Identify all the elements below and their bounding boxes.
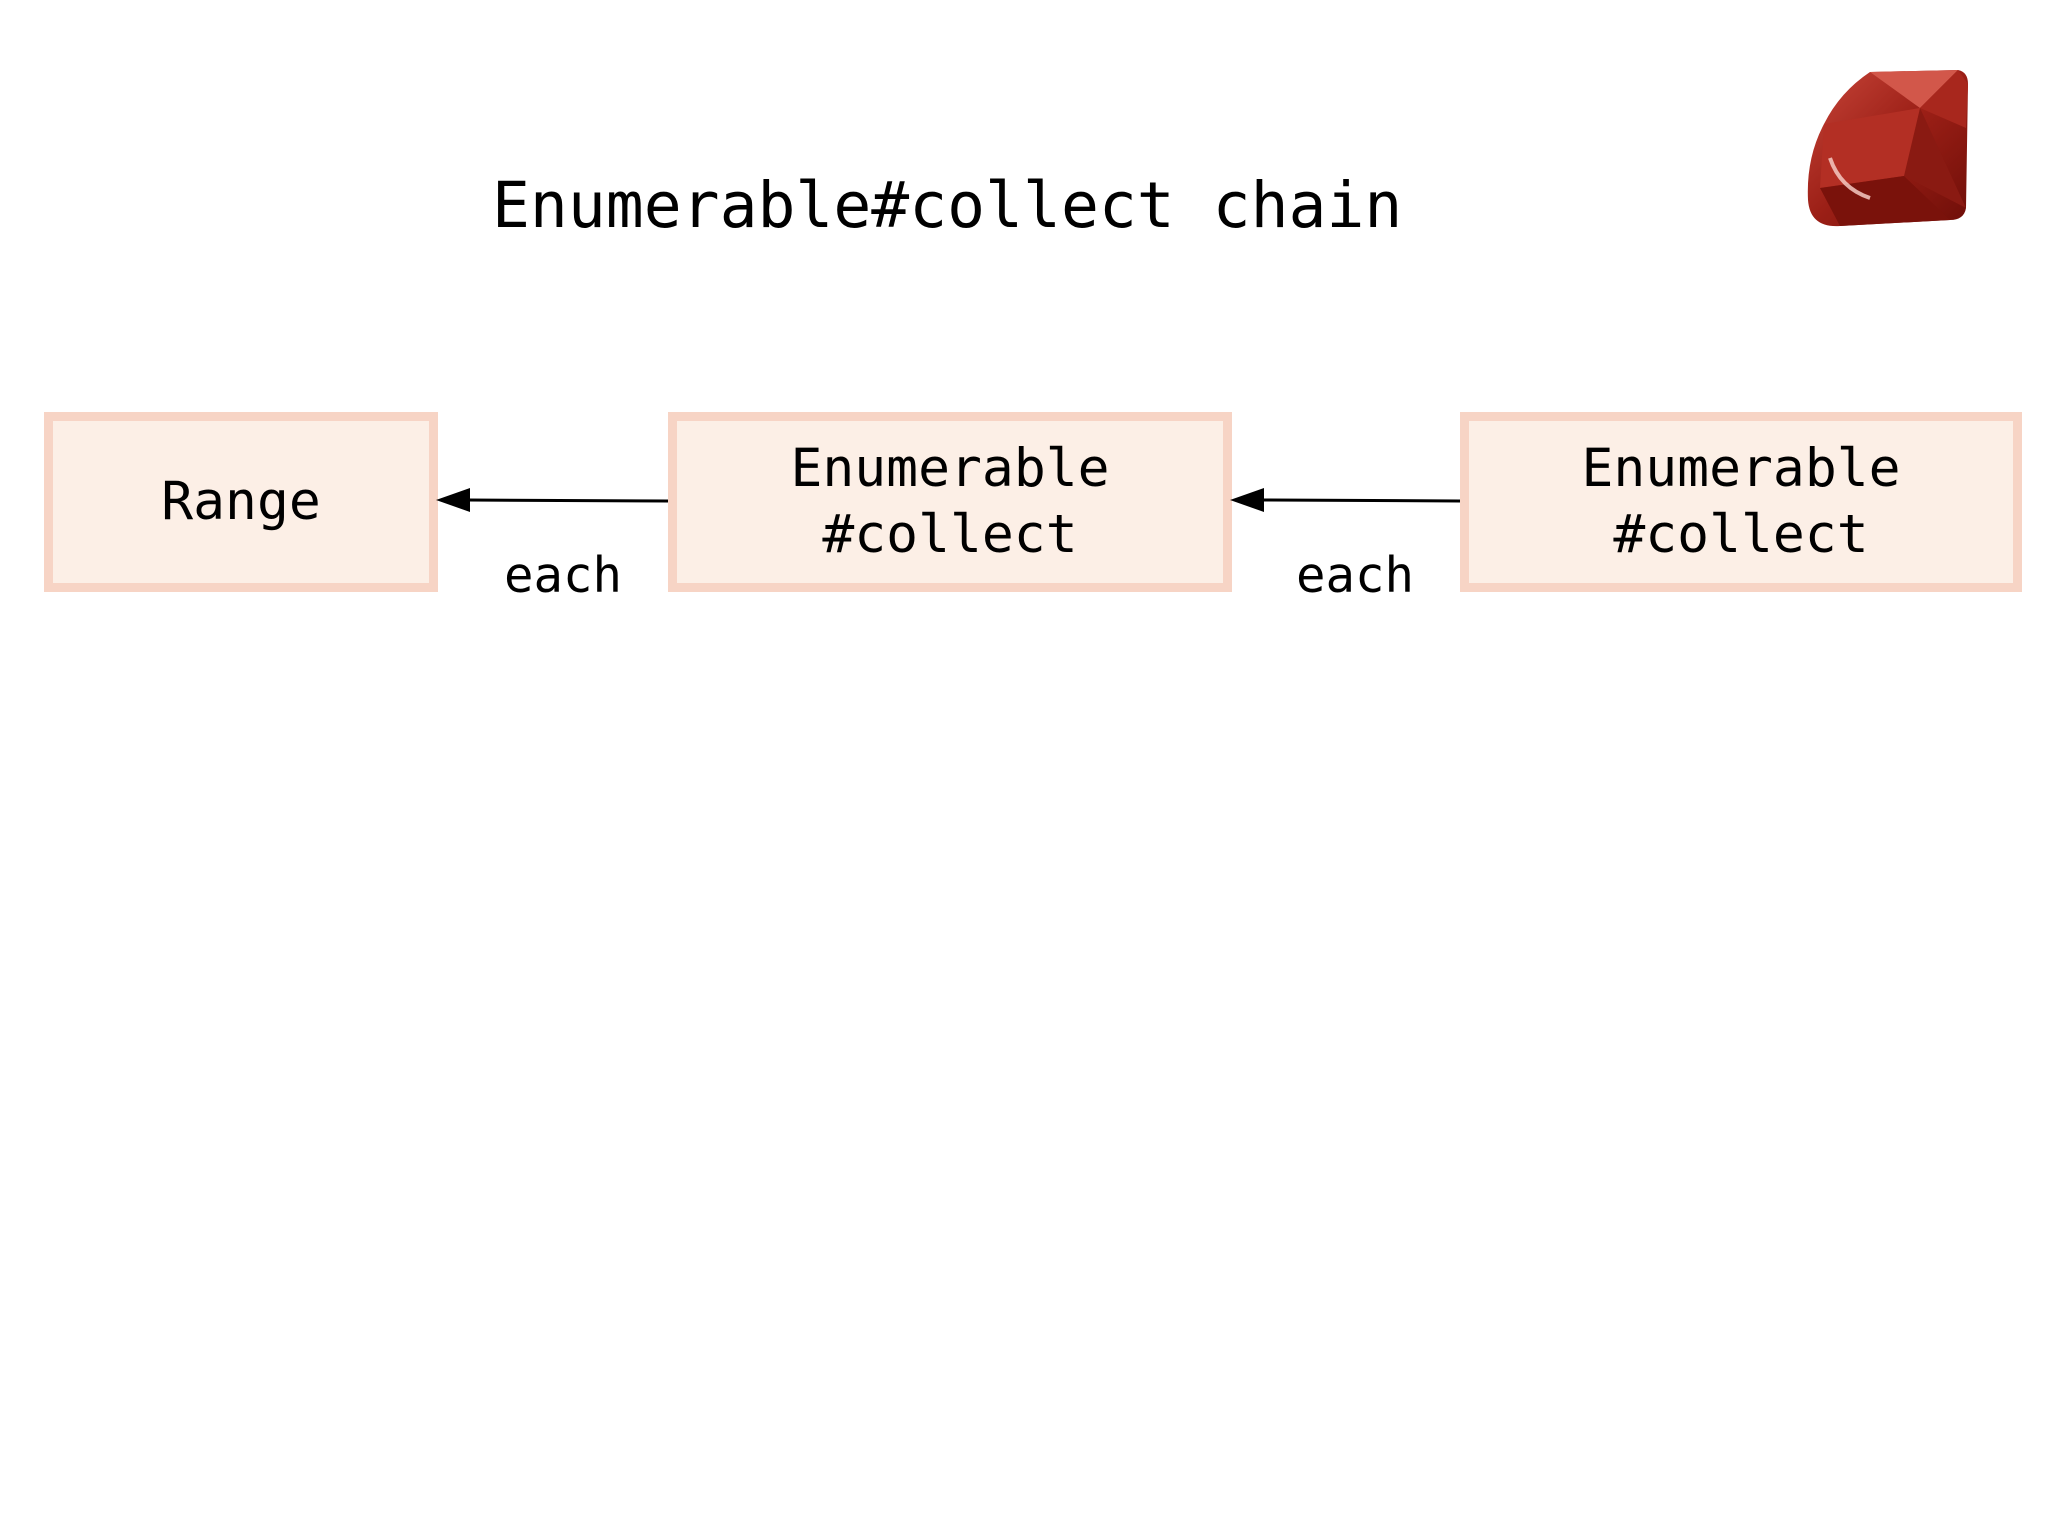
- edge-collect-1-to-range-arrowhead: [436, 488, 470, 512]
- node-enumerable-collect-2-line-2: #collect: [1613, 504, 1869, 565]
- edge-collect-1-to-range-line: [467, 498, 669, 503]
- edge-collect-2-to-collect-1-arrowhead: [1230, 488, 1264, 512]
- slide-title: Enumerable#collect chain: [492, 169, 1403, 242]
- node-enumerable-collect-1: Enumerable #collect: [668, 412, 1232, 592]
- node-range: Range: [44, 412, 438, 592]
- ruby-gem-icon: [1800, 68, 1976, 240]
- node-enumerable-collect-1-line-2: #collect: [822, 504, 1078, 565]
- edge-label-each-1: each: [504, 547, 623, 604]
- node-enumerable-collect-1-line-1: Enumerable: [790, 438, 1110, 499]
- node-enumerable-collect-2-line-1: Enumerable: [1581, 438, 1901, 499]
- edge-collect-2-to-collect-1-line: [1261, 498, 1461, 503]
- node-range-label: Range: [161, 471, 321, 532]
- edge-label-each-2: each: [1296, 547, 1415, 604]
- node-enumerable-collect-2: Enumerable #collect: [1460, 412, 2022, 592]
